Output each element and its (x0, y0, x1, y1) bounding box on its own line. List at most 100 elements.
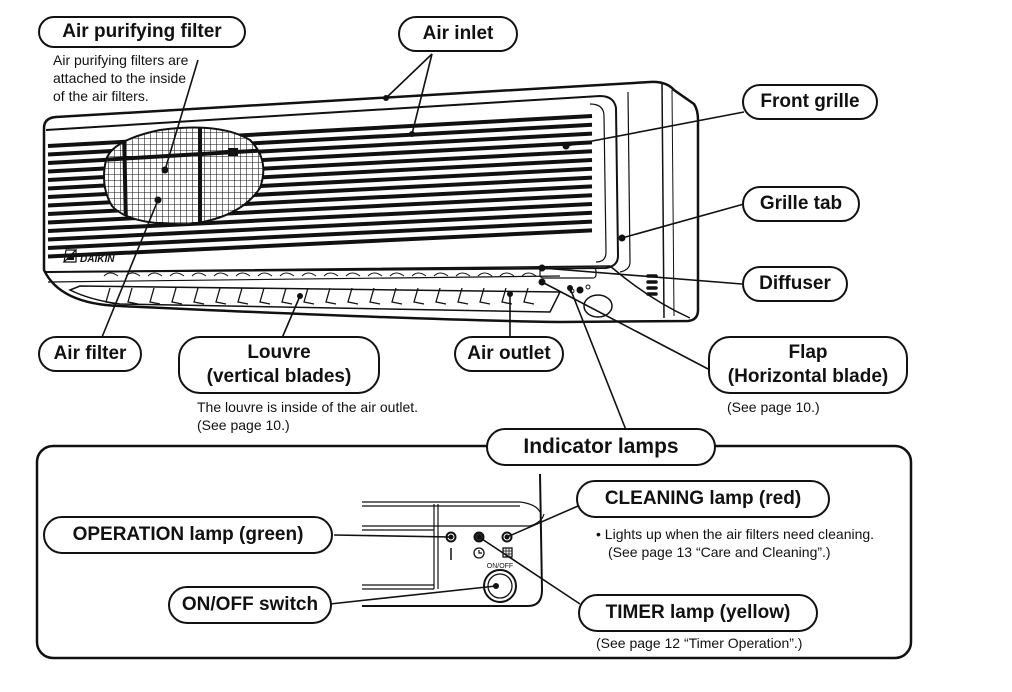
note-louvre: The louvre is inside of the air outlet. … (197, 398, 418, 434)
label-text: Grille tab (759, 193, 843, 214)
louvre-blade (347, 287, 359, 305)
label-text: Air outlet (467, 343, 551, 364)
label-air-outlet: Air outlet (454, 336, 564, 372)
grille-slat (47, 228, 593, 259)
label-text: Indicator lamps (523, 435, 679, 458)
panel-leader-lines (329, 505, 581, 605)
leader-indicator-lamps (569, 287, 627, 431)
label-text: OPERATION lamp (green) (72, 524, 304, 545)
label-onoff-switch: ON/OFF switch (168, 586, 332, 624)
louvre-blade-top (521, 272, 537, 277)
label-flap: Flap (Horizontal blade) (708, 336, 908, 394)
leader-air-purifying-filter (164, 59, 199, 171)
louvre-blade-top (477, 272, 493, 277)
front-grille-inner-frame (589, 103, 607, 263)
louvre-blade (501, 287, 513, 305)
louvre-blade (193, 287, 205, 305)
note-flap: (See page 10.) (727, 399, 820, 415)
onoff-button (483, 569, 517, 603)
louvre-blade-top (323, 272, 339, 277)
louvre-blade-top (345, 272, 361, 277)
louvre-blade (325, 287, 337, 305)
unit-right-side (661, 83, 665, 319)
louvre-blade (435, 287, 447, 305)
note-timer-lamp: (See page 12 “Timer Operation”.) (596, 635, 803, 651)
leader-dots (154, 95, 626, 299)
louvre-blade-top (433, 272, 449, 277)
grille-slat (47, 219, 593, 250)
note-line: The louvre is inside of the air outlet. (197, 399, 419, 415)
louvre-blade (127, 287, 139, 305)
label-diffuser: Diffuser (742, 266, 848, 302)
louvre-blade-top (257, 272, 273, 277)
louvre-blades (103, 272, 537, 305)
note-line: (See page 10.) (197, 417, 290, 433)
louvre-blade (259, 287, 271, 305)
louvre-blade-top (169, 272, 185, 277)
leader-air-inlet-1 (385, 53, 433, 99)
louvre-blade (149, 287, 161, 305)
leader-onoff-switch (329, 585, 497, 605)
leader-lines (99, 53, 745, 431)
louvre-blade (369, 287, 381, 305)
onoff-switch-on-unit (583, 294, 613, 318)
label-air-inlet: Air inlet (398, 16, 518, 52)
clock-icon (473, 547, 485, 559)
cleaning-lamp (501, 531, 513, 543)
leader-air-filter (99, 199, 159, 343)
louvre-blade (413, 287, 425, 305)
louvre-blade-top (235, 272, 251, 277)
louvre-blade-top (213, 272, 229, 277)
indicator-lamps-panel (35, 444, 913, 660)
louvre-blade-top (191, 272, 207, 277)
label-text: Front grille (760, 91, 860, 112)
note-air-purifying-filter: Air purifying filters are attached to th… (53, 51, 188, 105)
label-front-grille: Front grille (742, 84, 878, 120)
label-louvre: Louvre (vertical blades) (178, 336, 380, 394)
louvre-blade (281, 287, 293, 305)
label-text: CLEANING lamp (red) (604, 488, 802, 509)
leader-diffuser (541, 267, 743, 285)
louvre-blade-top (367, 272, 383, 277)
label-subtext: (vertical blades) (206, 366, 352, 387)
louvre-blade-top (411, 272, 427, 277)
control-panel-closeup: ON/OFF (362, 473, 545, 607)
label-text: Flap (788, 342, 828, 363)
label-text: ON/OFF switch (181, 594, 319, 615)
label-grille-tab: Grille tab (742, 186, 860, 222)
louvre-blade (105, 287, 117, 305)
louvre-blade-top (147, 272, 163, 277)
leader-grille-tab (621, 203, 745, 239)
svg-text:DAIKIN: DAIKIN (80, 254, 115, 265)
louvre-blade (523, 287, 535, 305)
label-subtext: (Horizontal blade) (727, 366, 889, 387)
note-line: Air purifying filters are (53, 52, 189, 68)
note-cleaning-lamp: • Lights up when the air filters need cl… (596, 525, 874, 561)
louvre-blade (237, 287, 249, 305)
leader-cleaning-lamp (506, 505, 579, 538)
note-line: attached to the inside (53, 70, 187, 86)
leader-front-grille (565, 111, 745, 147)
label-indicator-lamps: Indicator lamps (486, 428, 716, 466)
daikin-logo: DAIKIN (62, 248, 115, 265)
louvre-blade-top (103, 272, 119, 277)
leader-air-inlet-2 (411, 53, 433, 135)
louvre-blade (457, 287, 469, 305)
leader-louvre (281, 295, 301, 339)
label-text: Air inlet (422, 23, 494, 44)
note-line: • Lights up when the air filters need cl… (596, 526, 875, 542)
louvre-blade (171, 287, 183, 305)
label-text: Diffuser (759, 273, 831, 294)
louvre-blade-top (301, 272, 317, 277)
louvre-blade (391, 287, 403, 305)
leader-operation-lamp (333, 534, 452, 538)
label-air-filter: Air filter (38, 336, 142, 372)
louvre-blade-top (389, 272, 405, 277)
label-text: Air purifying filter (62, 21, 222, 42)
label-operation-lamp: OPERATION lamp (green) (43, 516, 333, 554)
label-text: Louvre (247, 342, 311, 363)
air-filter-cutaway (103, 126, 265, 226)
louvre-blade-top (499, 272, 515, 277)
svg-text:ON/OFF: ON/OFF (487, 563, 513, 570)
